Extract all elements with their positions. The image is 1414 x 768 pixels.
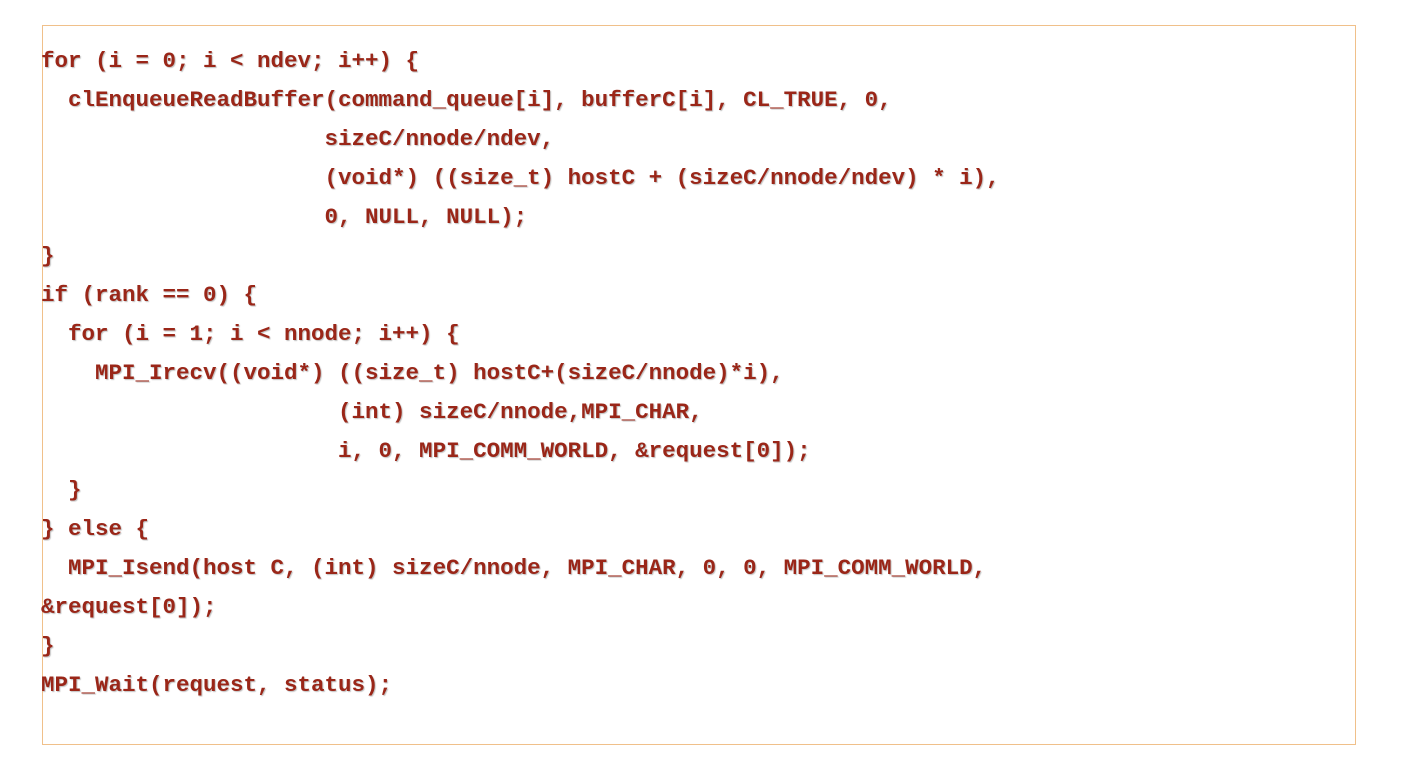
code-line: } [41,243,55,269]
code-block: for (i = 0; i < ndev; i++) { clEnqueueRe… [41,25,1356,745]
code-line: clEnqueueReadBuffer(command_queue[i], bu… [41,87,892,113]
code-line: (int) sizeC/nnode,MPI_CHAR, [41,399,703,425]
code-line: 0, NULL, NULL); [41,204,528,230]
code-line: (void*) ((size_t) hostC + (sizeC/nnode/n… [41,165,1000,191]
code-line: } else { [41,516,150,542]
code-line: MPI_Irecv((void*) ((size_t) hostC+(sizeC… [41,360,784,386]
code-line: i, 0, MPI_COMM_WORLD, &request[0]); [41,438,811,464]
code-line: if (rank == 0) { [41,282,258,308]
code-line: } [41,633,55,659]
code-line: for (i = 1; i < nnode; i++) { [41,321,460,347]
code-line: } [41,477,82,503]
code-line: for (i = 0; i < ndev; i++) { [41,48,420,74]
code-line: &request[0]); [41,594,217,620]
code-line: sizeC/nnode/ndev, [41,126,555,152]
code-line: MPI_Isend(host C, (int) sizeC/nnode, MPI… [41,555,987,581]
code-body: for (i = 0; i < ndev; i++) { clEnqueueRe… [41,42,1000,705]
code-line: MPI_Wait(request, status); [41,672,393,698]
